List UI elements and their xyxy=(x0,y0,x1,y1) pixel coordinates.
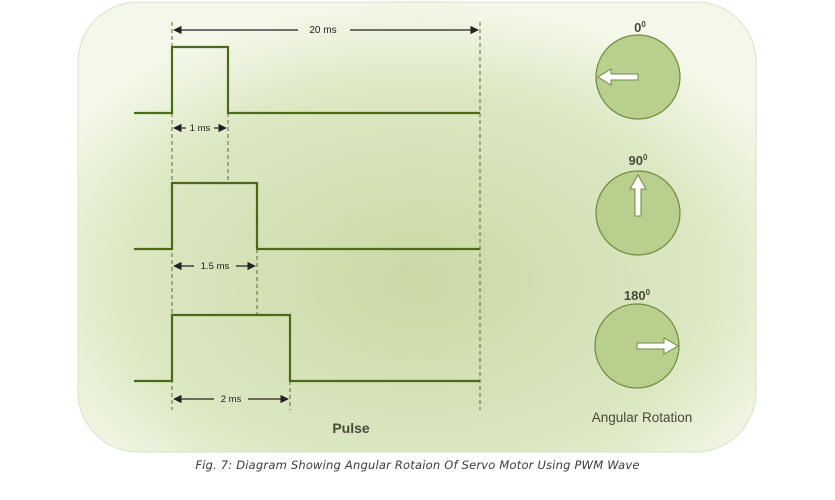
pwm-wave-1 xyxy=(134,45,480,115)
angle-0-label: 00 xyxy=(634,20,646,35)
angle-180-label: 1800 xyxy=(624,288,651,303)
pulse-1-5-ms: 1.5 ms xyxy=(134,181,480,315)
angle-180-value: 180 xyxy=(624,288,646,303)
angle-90-unit: 0 xyxy=(643,153,648,162)
servo-angle-0: 00 xyxy=(595,20,681,120)
angle-90-value: 90 xyxy=(629,153,643,168)
angle-90-label: 900 xyxy=(629,153,648,168)
pwm-wave-2 xyxy=(134,181,480,251)
angle-0-unit: 0 xyxy=(641,20,646,29)
rotation-title: Angular Rotation xyxy=(592,410,693,425)
servo-angle-90: 900 xyxy=(595,153,681,256)
arrow-right-icon xyxy=(636,337,680,355)
pulse-1-width-label: 1 ms xyxy=(190,123,211,134)
pulse-2-ms: 2 ms xyxy=(134,313,480,410)
pulse-1-ms: 1 ms xyxy=(134,45,480,180)
diagram-panel xyxy=(77,1,757,453)
arrow-left-icon xyxy=(597,68,639,86)
servo-angle-180: 1800 xyxy=(594,288,680,389)
angle-0-value: 0 xyxy=(634,20,641,35)
period-label: 20 ms xyxy=(309,25,336,36)
pwm-servo-diagram: 20 ms 1 ms 1.5 ms 2 ms Pulse 00 900 xyxy=(77,1,757,453)
arrow-up-icon xyxy=(629,173,647,217)
angle-180-unit: 0 xyxy=(646,288,651,297)
pulse-3-width-label: 2 ms xyxy=(221,394,242,405)
pulse-2-width-label: 1.5 ms xyxy=(201,261,230,272)
pwm-wave-3 xyxy=(134,313,480,383)
figure-caption: Fig. 7: Diagram Showing Angular Rotaion … xyxy=(195,458,640,472)
pulse-title: Pulse xyxy=(332,420,370,436)
